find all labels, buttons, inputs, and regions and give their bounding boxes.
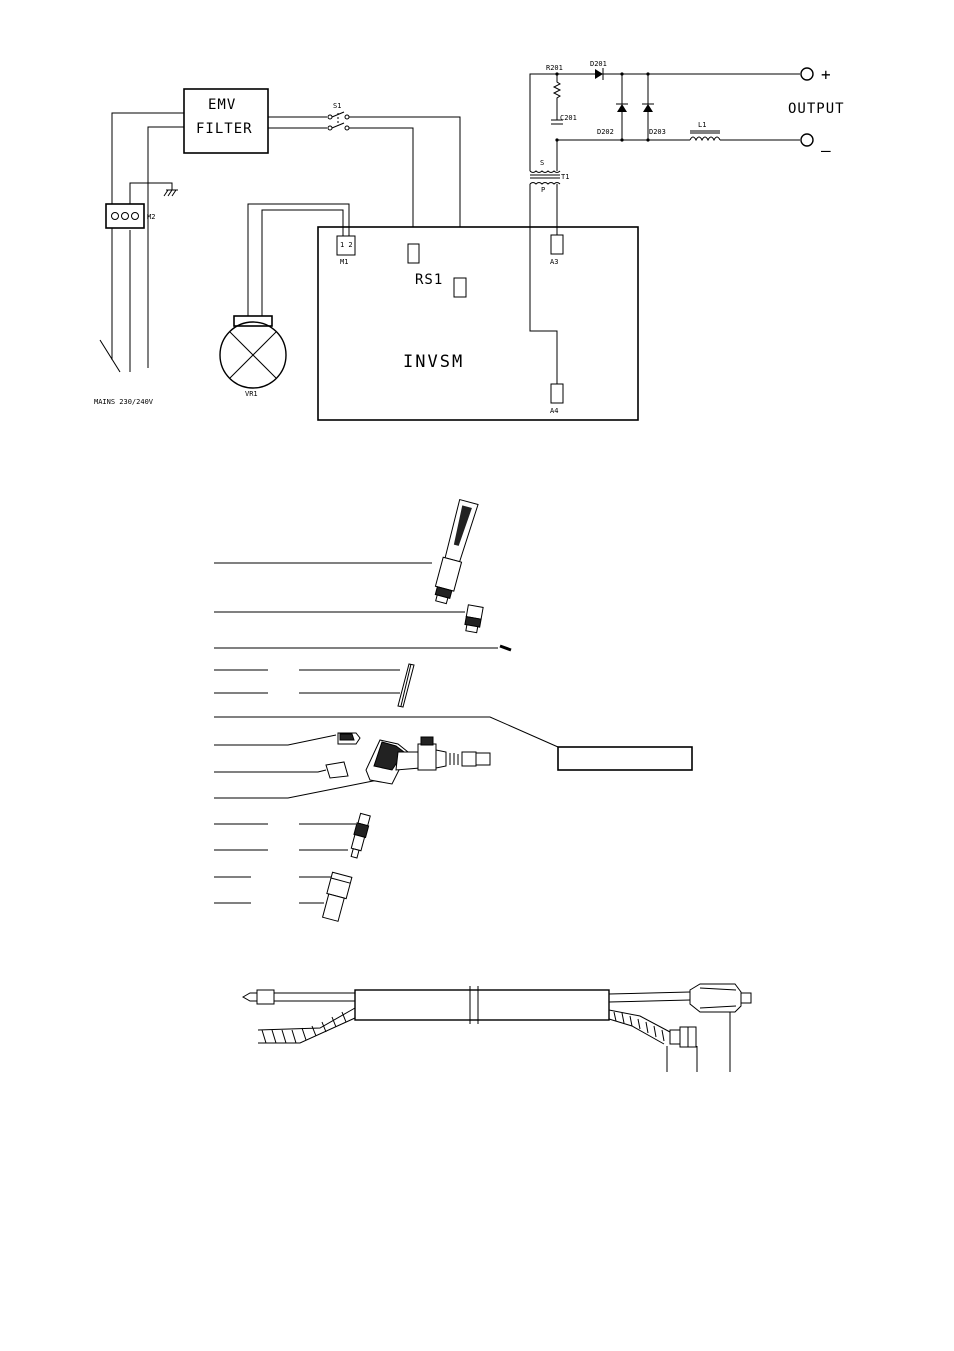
emv-filter-label-1: EMV [208, 97, 236, 113]
a4-label: A4 [550, 407, 558, 415]
torch-parts-diagram [214, 498, 693, 922]
output-minus-terminal [800, 133, 814, 147]
emv-filter-box [183, 88, 269, 154]
vr1-top [233, 315, 273, 327]
m1-connector [336, 235, 356, 256]
invsm-module [317, 226, 639, 421]
back-cap-long [434, 498, 479, 605]
output-label: OUTPUT [788, 101, 845, 117]
d201-label: D201 [590, 60, 607, 68]
plus-sign: + [821, 65, 831, 84]
s1-label: S1 [333, 102, 341, 110]
cable-sleeve [354, 989, 610, 1021]
wiring-schematic: EMV FILTER M2 MAINS 230/240V S1 [94, 60, 845, 421]
m2-terminal-block [105, 203, 145, 229]
d202-label: D202 [597, 128, 614, 136]
rs1-label: RS1 [415, 272, 443, 288]
torch-cable-assembly [241, 983, 752, 1072]
a3-label: A3 [550, 258, 558, 266]
gas-nozzle [321, 871, 353, 922]
part-label-box [557, 746, 693, 771]
collet-body [350, 812, 371, 859]
back-cap-short [464, 604, 484, 634]
torch-head [325, 732, 491, 785]
minus-sign: – [821, 141, 831, 160]
s-label: S [540, 159, 544, 167]
vr1-label: VR1 [245, 390, 258, 398]
d203-label: D203 [649, 128, 666, 136]
p-label: P [541, 186, 545, 194]
output-plus-terminal [800, 67, 814, 81]
vr1-fan [219, 321, 287, 389]
r201-label: R201 [546, 64, 563, 72]
mains-label: MAINS 230/240V [94, 398, 154, 406]
emv-filter-label-2: FILTER [196, 121, 253, 137]
m1-label: M1 [340, 258, 348, 266]
l1-label: L1 [698, 121, 706, 129]
t1-label: T1 [561, 173, 569, 181]
o-ring [499, 644, 512, 652]
svg-text:1 2: 1 2 [340, 241, 353, 249]
invsm-label: INVSM [403, 352, 464, 372]
tungsten-electrode [397, 663, 415, 708]
c201-label: C201 [560, 114, 577, 122]
m2-label: M2 [147, 213, 155, 221]
